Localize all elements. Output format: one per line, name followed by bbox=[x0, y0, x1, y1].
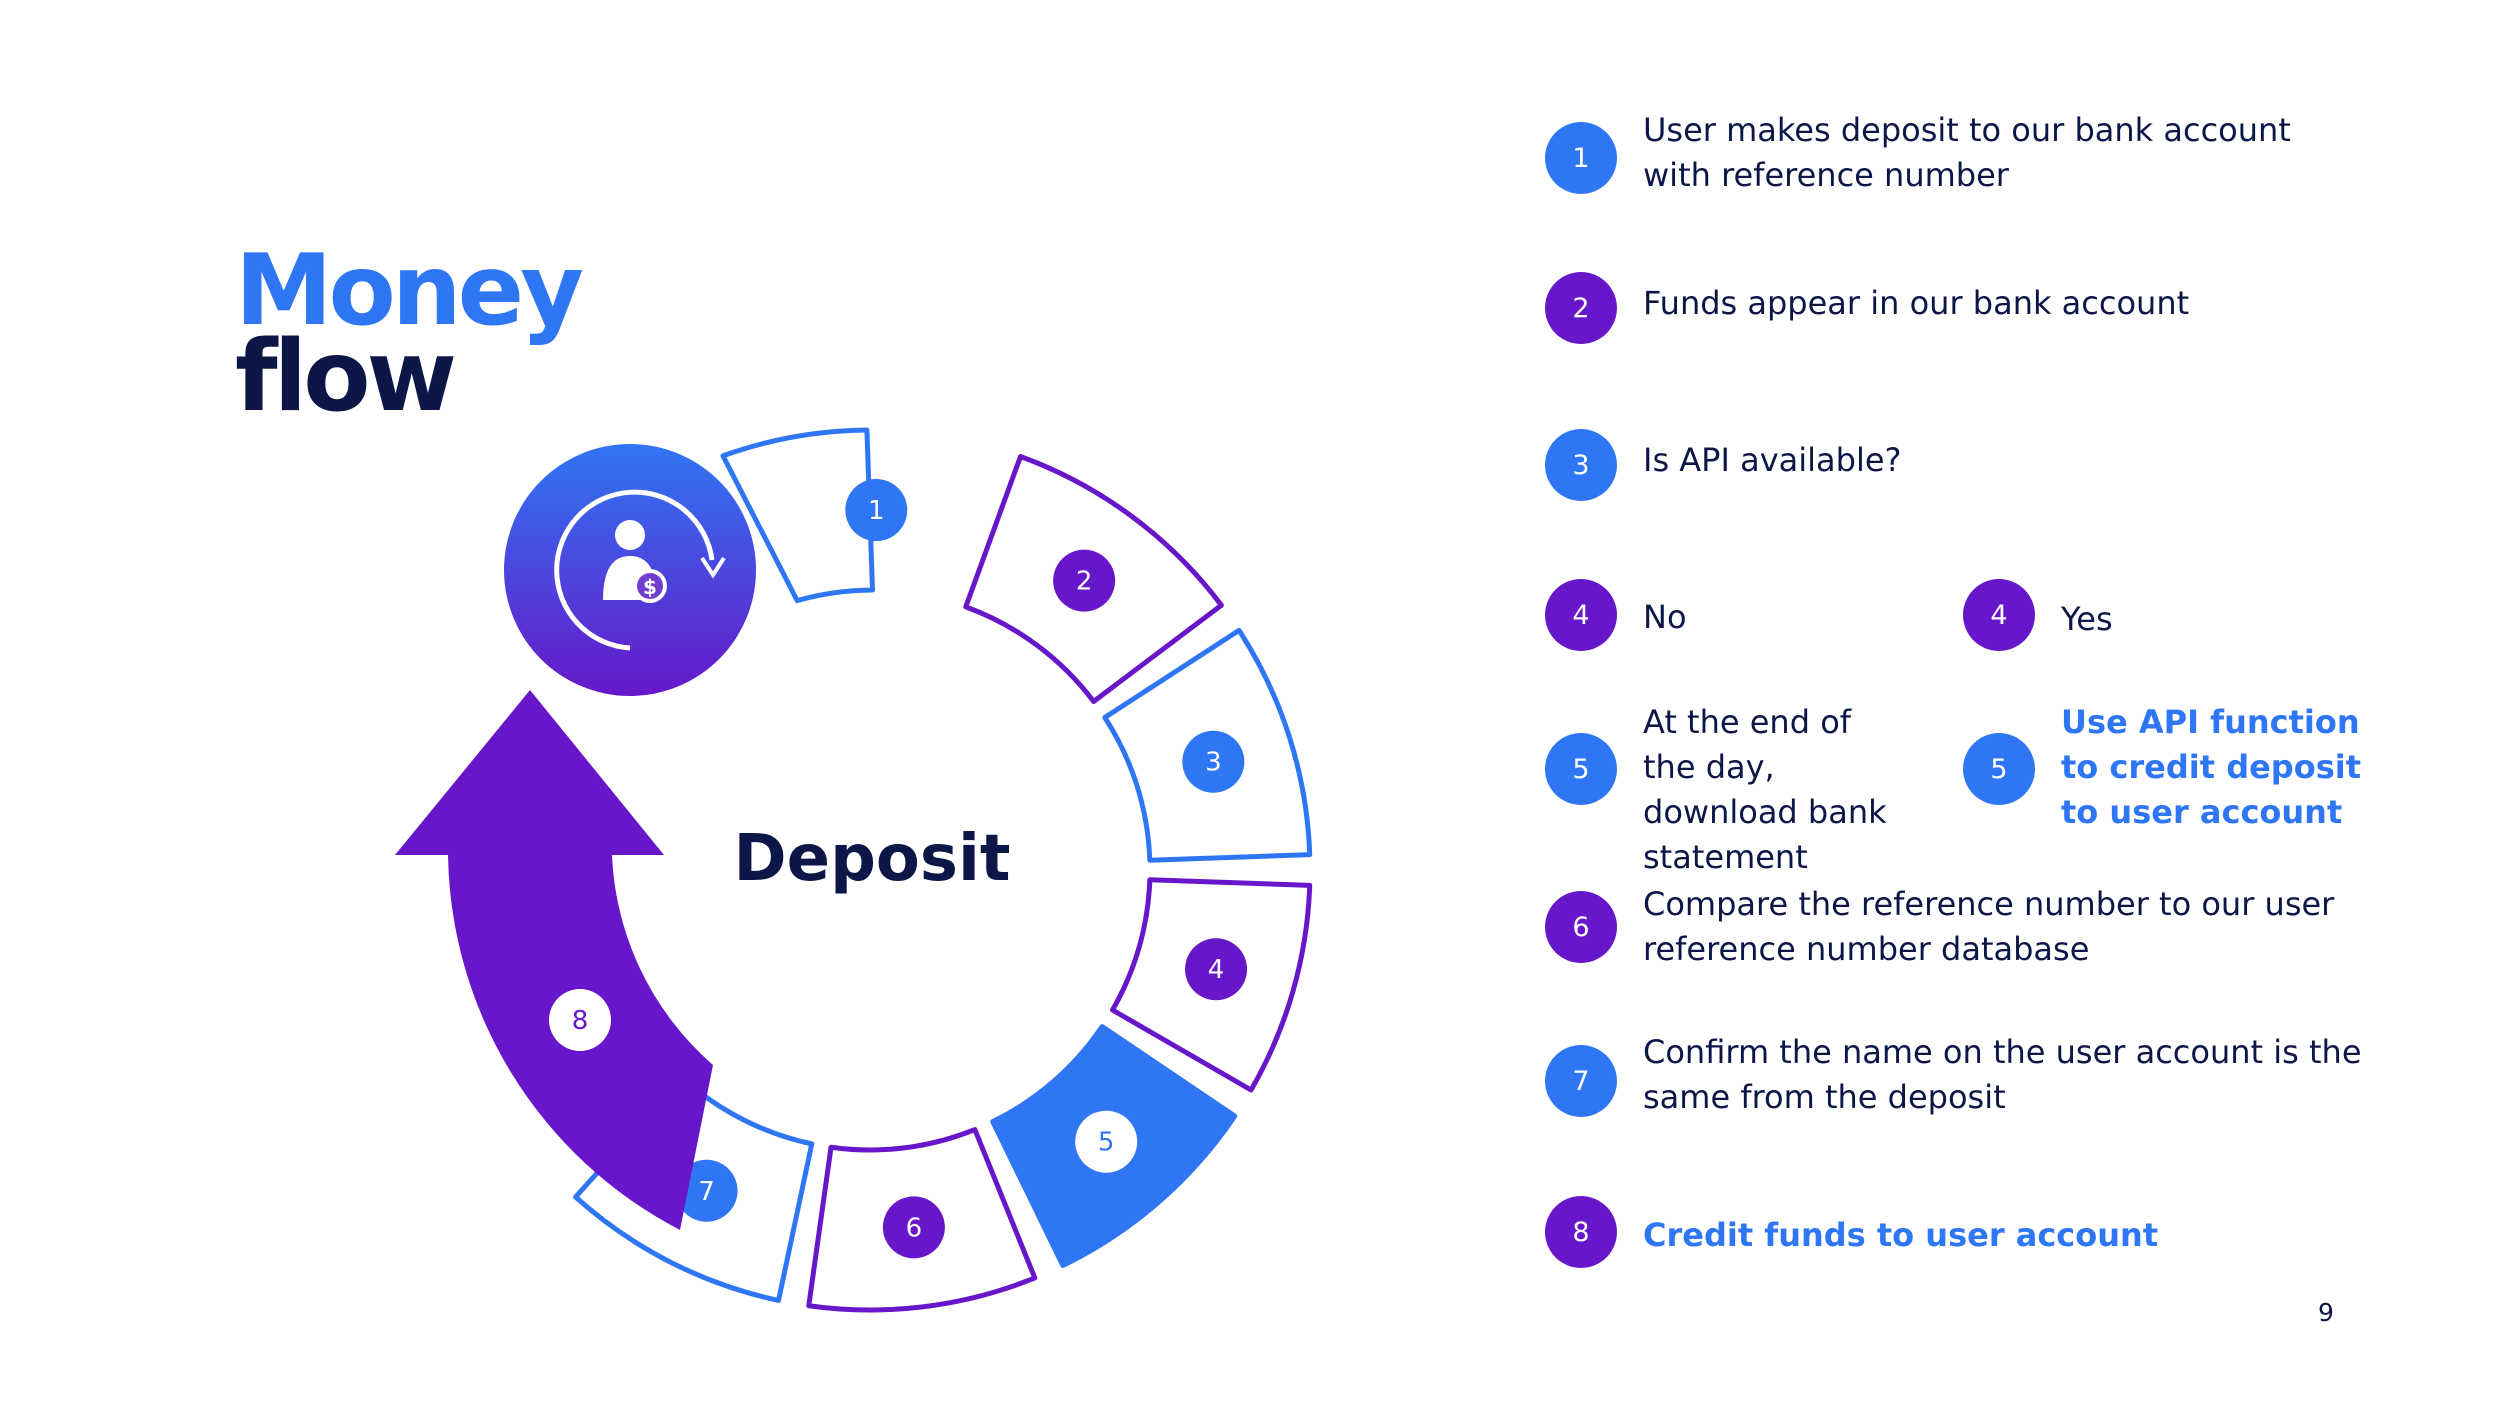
step-text-1: User makes deposit to our bank account w… bbox=[1643, 111, 2291, 194]
step-badge-1: 1 bbox=[1545, 122, 1617, 194]
ring-badge-label-2: 2 bbox=[1076, 567, 1093, 597]
svg-text:$: $ bbox=[643, 575, 657, 599]
ring-badge-6 bbox=[882, 1196, 945, 1259]
step-text-4-no: No bbox=[1643, 598, 1687, 636]
step-text-5-no: At the end of the day, download bank sta… bbox=[1643, 703, 1887, 876]
step-badge-4-yes: 4 bbox=[1963, 579, 2035, 651]
step-badge-5-yes: 5 bbox=[1963, 733, 2035, 805]
arrow-badge-8 bbox=[549, 989, 611, 1051]
step-badge-8: 8 bbox=[1545, 1196, 1617, 1268]
center-deposit-label: Deposit bbox=[734, 822, 1011, 896]
ring-badge-label-4: 4 bbox=[1208, 955, 1225, 985]
step-badge-2: 2 bbox=[1545, 272, 1617, 344]
title-money: Money bbox=[235, 234, 584, 348]
step-text-4-yes: Yes bbox=[2061, 600, 2113, 638]
step-text-3: Is API available? bbox=[1643, 441, 1902, 479]
ring-badge-label-6: 6 bbox=[906, 1213, 923, 1243]
step-text-7: Confirm the name on the user account is … bbox=[1643, 1033, 2362, 1116]
ring-badge-label-3: 3 bbox=[1205, 748, 1222, 778]
ring-segment-1 bbox=[720, 427, 875, 604]
ring-badge-3 bbox=[1182, 730, 1245, 793]
ring-badge-label-5: 5 bbox=[1098, 1128, 1115, 1158]
arrow-badge-8-label: 8 bbox=[572, 1006, 589, 1036]
step-text-2: Funds appear in our bank account bbox=[1643, 284, 2190, 322]
ring-badge-4 bbox=[1185, 938, 1248, 1001]
ring-badge-1 bbox=[845, 479, 908, 542]
return-arrow-8 bbox=[395, 690, 713, 1230]
title-flow: flow bbox=[235, 320, 457, 434]
step-badge-5-no: 5 bbox=[1545, 733, 1617, 805]
step-badge-6: 6 bbox=[1545, 891, 1617, 963]
page-number: 9 bbox=[2318, 1298, 2334, 1327]
user-deposit-icon: $ bbox=[554, 489, 726, 651]
step-badge-4-no: 4 bbox=[1545, 579, 1617, 651]
deposit-cycle-diagram: 1 2 3 4 5 6 7 8 Deposit $ bbox=[395, 427, 1313, 1313]
step-badge-7: 7 bbox=[1545, 1045, 1617, 1117]
step-text-8: Credit funds to user account bbox=[1643, 1216, 2159, 1254]
ring-badge-label-7: 7 bbox=[698, 1177, 715, 1207]
ring-badge-2 bbox=[1053, 549, 1116, 612]
step-text-6: Compare the reference number to our user… bbox=[1643, 885, 2335, 968]
ring-badge-7 bbox=[675, 1159, 738, 1222]
ring-badge-label-1: 1 bbox=[868, 496, 885, 526]
step-text-5-yes: Use API function to credit deposit to us… bbox=[2061, 703, 2361, 831]
ring-badge-5 bbox=[1075, 1110, 1138, 1173]
slide-title: Money flow bbox=[235, 234, 584, 434]
step-badge-3: 3 bbox=[1545, 429, 1617, 501]
